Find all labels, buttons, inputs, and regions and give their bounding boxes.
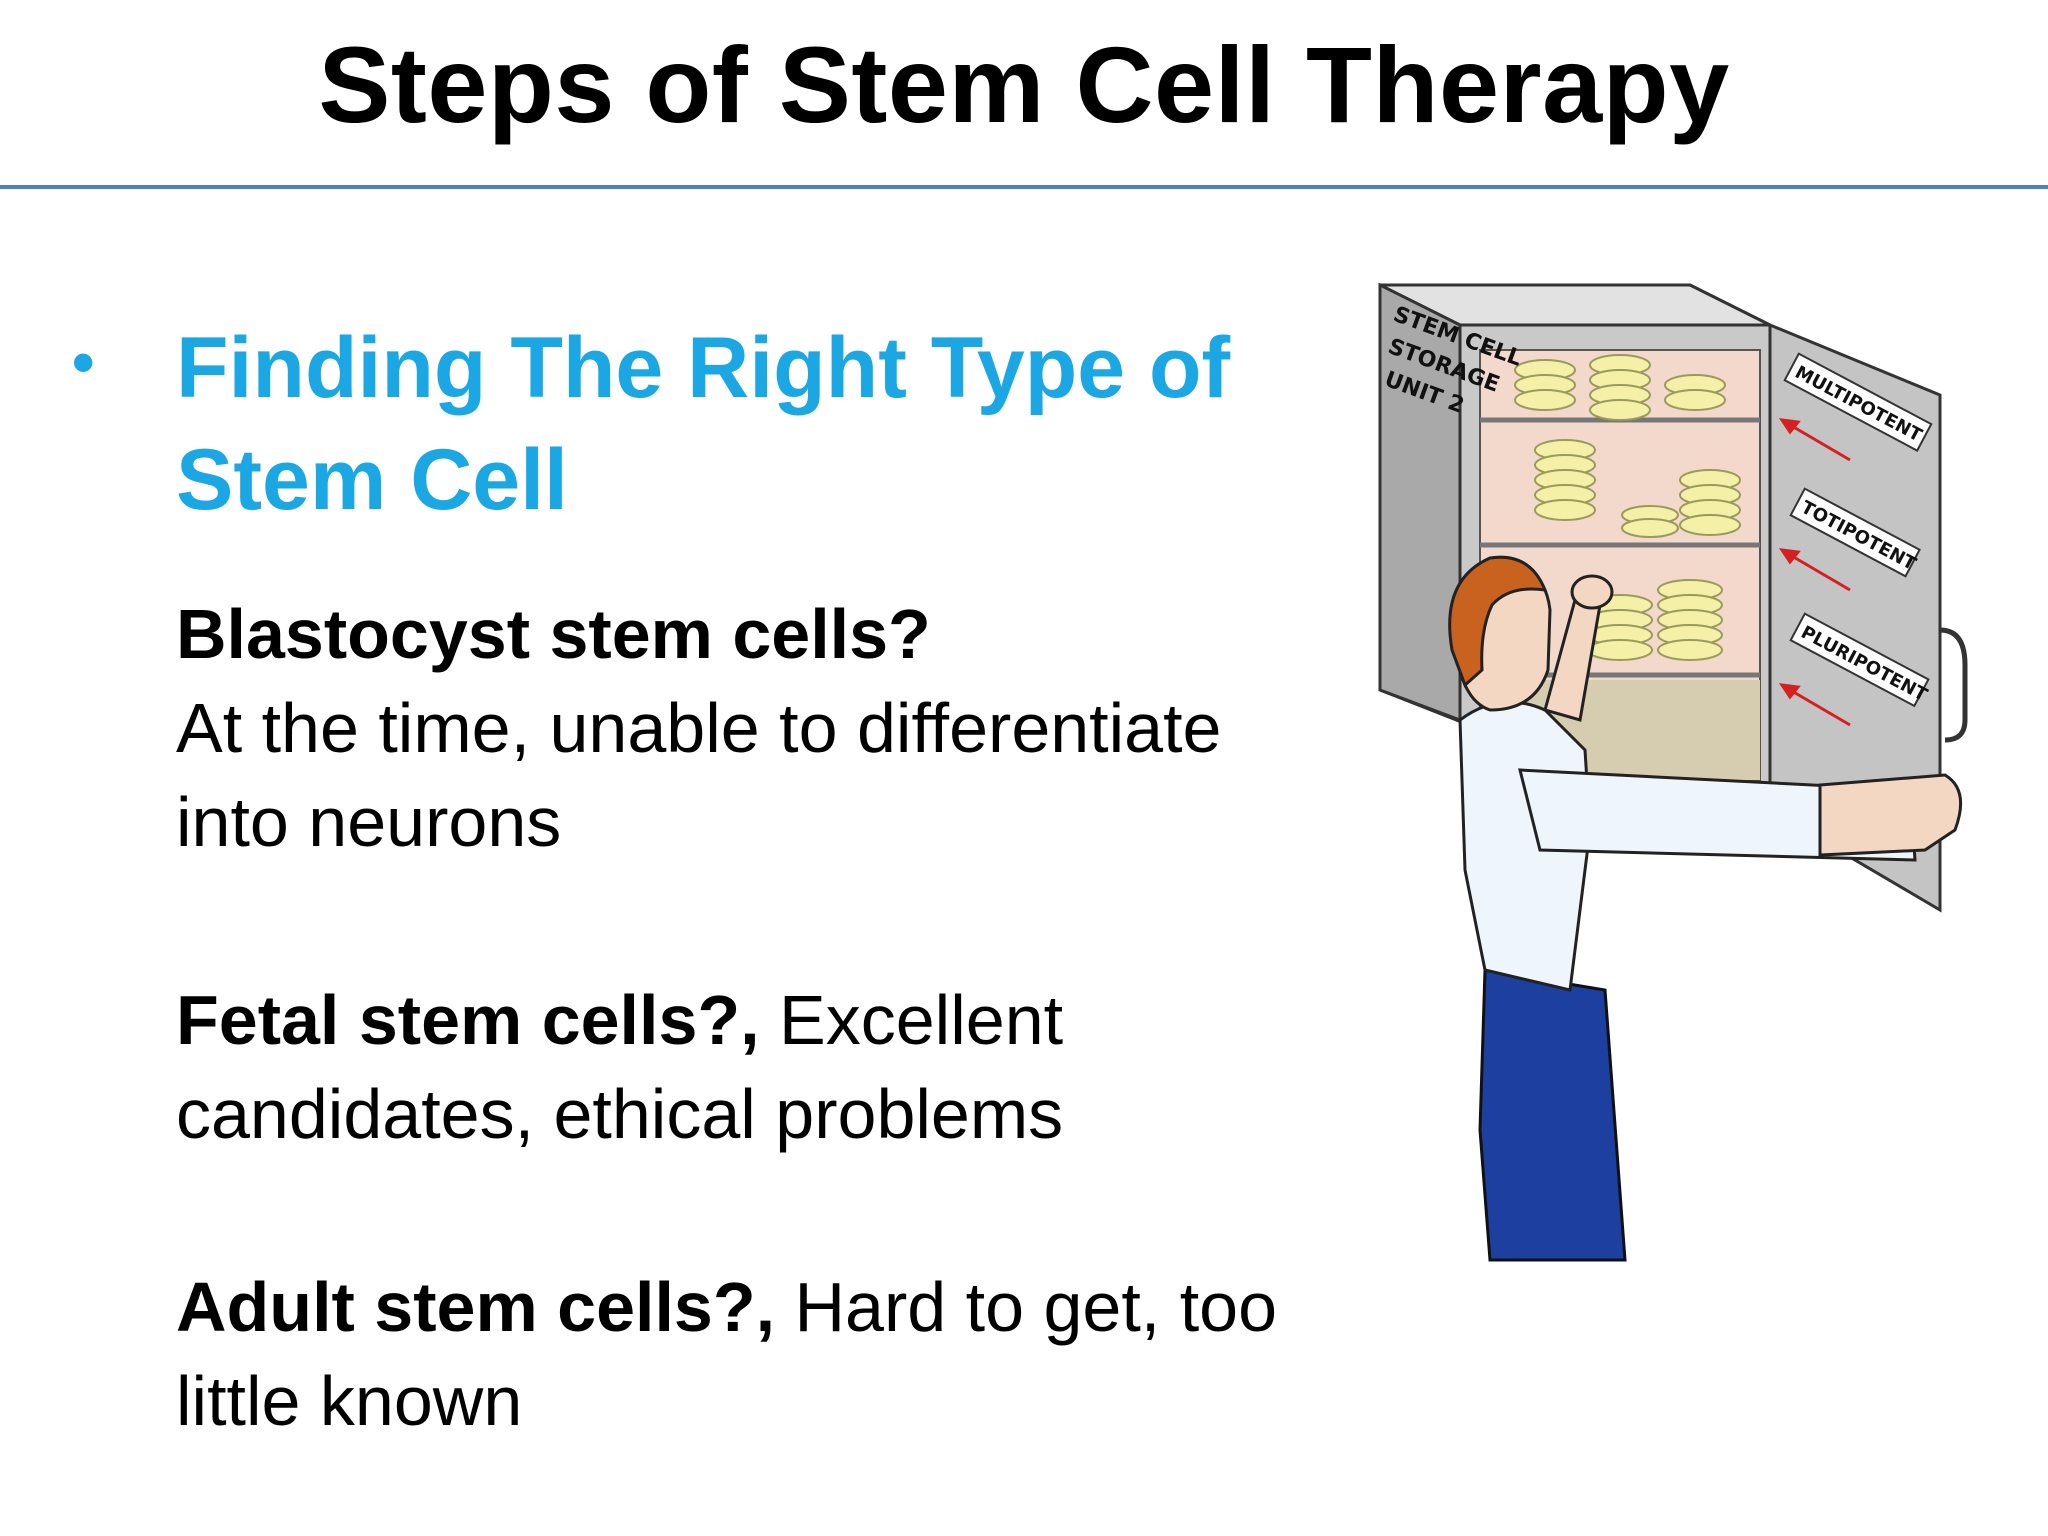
blastocyst-label: Blastocyst stem cells? [176, 595, 931, 673]
fetal-block: Fetal stem cells?, Excellent candidates,… [176, 973, 1346, 1161]
stem-cell-storage-illustration: STEM CELL STORAGE UNIT 2 MULTIPOTENT TOT… [1378, 282, 1968, 1262]
red-arrow-icons [1778, 418, 1851, 727]
slide-title: Steps of Stem Cell Therapy [318, 24, 1730, 145]
title-divider [0, 185, 2048, 189]
fetal-text: Excellent candidates, ethical problems [176, 981, 1064, 1153]
fetal-label: Fetal stem cells?, [176, 981, 760, 1059]
blastocyst-text: At the time, unable to differentiate int… [176, 689, 1222, 861]
blastocyst-block: Blastocyst stem cells? At the time, unab… [176, 587, 1346, 869]
adult-text: Hard to get, too little known [176, 1268, 1278, 1440]
scientist-figure [1448, 555, 1963, 1262]
adult-label: Adult stem cells?, [176, 1268, 776, 1346]
bullet-icon: • [72, 326, 95, 398]
cabinet-door: MULTIPOTENT TOTIPOTENT PLURIPOTENT [1768, 322, 1968, 913]
storage-cabinet: STEM CELL STORAGE UNIT 2 [1378, 282, 1772, 802]
bullet-heading: Finding The Right Type of Stem Cell [176, 320, 1231, 528]
adult-block: Adult stem cells?, Hard to get, too litt… [176, 1260, 1346, 1448]
